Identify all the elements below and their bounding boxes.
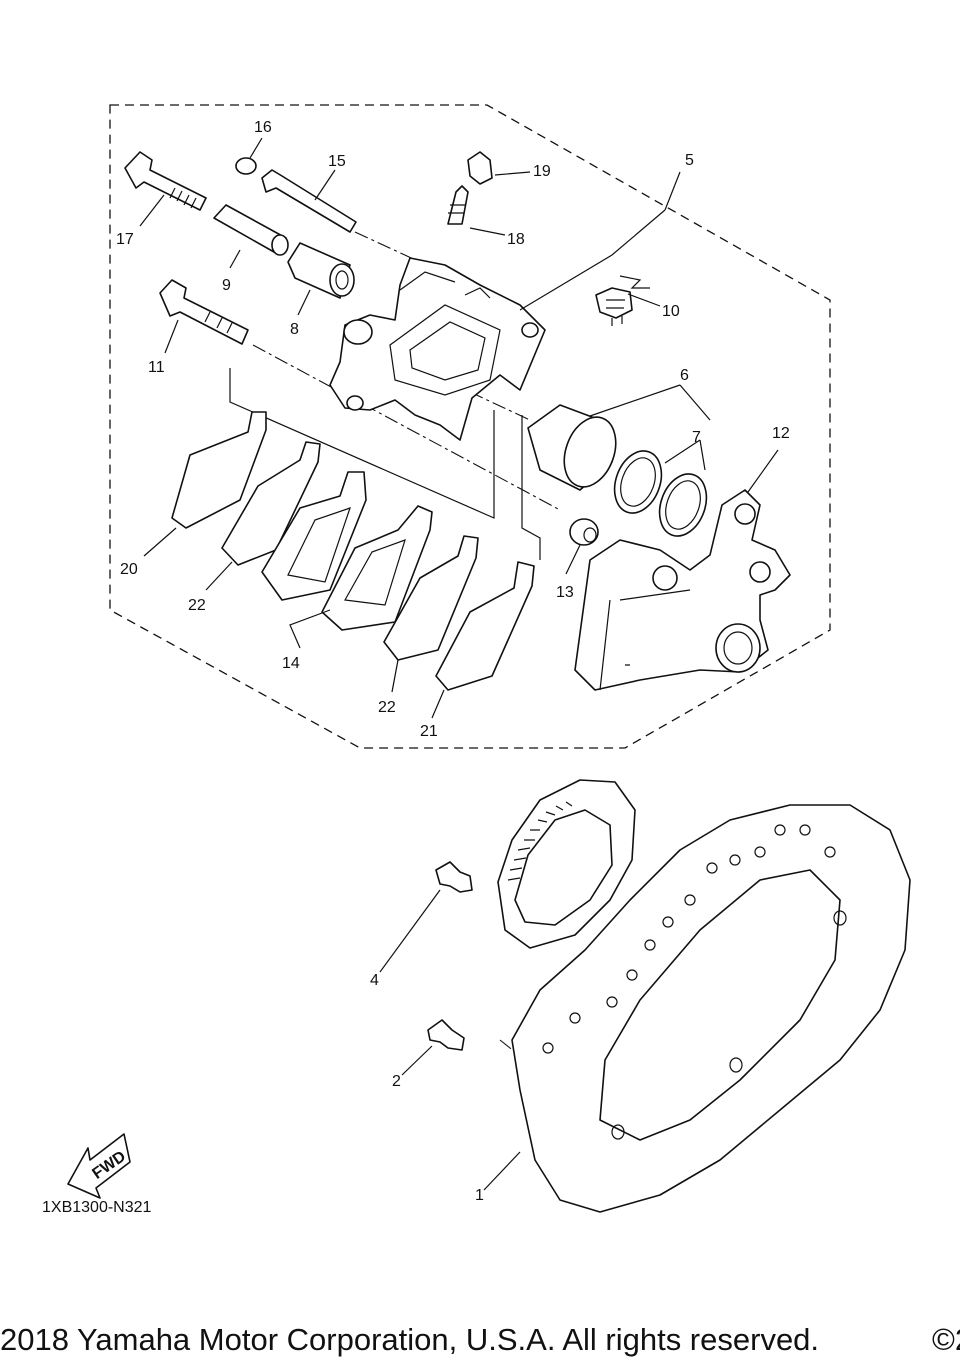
callout-8: 8 — [290, 321, 299, 338]
callout-20: 20 — [120, 561, 138, 578]
slide-pin-15 — [261, 169, 357, 233]
boot-8 — [287, 242, 355, 299]
callout-22-left: 22 — [188, 597, 206, 614]
boot-13 — [569, 518, 599, 546]
piston-seal-7b — [658, 473, 708, 537]
sensor-rotor — [497, 779, 636, 949]
screw-4 — [435, 861, 473, 893]
bleed-cap-19 — [467, 151, 493, 185]
disc-holes — [542, 824, 847, 1140]
assembly-boundary — [109, 104, 831, 749]
shim-22-right — [383, 535, 479, 661]
piston-seal-7a — [613, 450, 663, 514]
callout-11: 11 — [148, 359, 165, 376]
callout-13: 13 — [556, 584, 574, 601]
callout-6: 6 — [680, 367, 689, 384]
assembly-line-b — [354, 231, 421, 263]
callout-9: 9 — [222, 277, 231, 294]
callout-7: 7 — [692, 429, 701, 446]
caliper-bracket-12 — [574, 489, 791, 691]
callout-12: 12 — [772, 425, 790, 442]
brake-pad-14-right — [321, 505, 433, 631]
bolt-11 — [159, 279, 249, 345]
callout-15: 15 — [328, 153, 346, 170]
bleed-screw-18 — [447, 185, 469, 225]
fwd-arrow-icon: FWD — [67, 1133, 131, 1199]
pad-kit-bracket — [229, 368, 541, 560]
diagram-code: 1XB1300-N321 — [42, 1199, 152, 1216]
callout-22-right: 22 — [378, 699, 396, 716]
callout-10: 10 — [662, 303, 680, 320]
callout-16: 16 — [254, 119, 272, 136]
assembly-line-a — [252, 344, 561, 511]
shim-21 — [435, 561, 535, 691]
callout-2: 2 — [392, 1073, 401, 1090]
copyright-text: 2018 Yamaha Motor Corporation, U.S.A. Al… — [0, 1322, 820, 1357]
pin-boot-16 — [235, 157, 257, 175]
brake-pad-14-left — [261, 471, 367, 601]
sleeve-9 — [213, 204, 289, 256]
callout-1: 1 — [475, 1187, 484, 1204]
footer: 2018 Yamaha Motor Corporation, U.S.A. Al… — [0, 1318, 960, 1366]
disc-bolt-2 — [427, 1019, 465, 1051]
caliper-bolt-17 — [124, 151, 207, 211]
callout-17: 17 — [116, 231, 134, 248]
callout-18: 18 — [507, 231, 525, 248]
callout-14: 14 — [282, 655, 300, 672]
shim-20 — [171, 411, 267, 529]
piston-6 — [527, 404, 617, 491]
shim-22-left — [221, 441, 321, 566]
callout-4: 4 — [370, 972, 379, 989]
assembly-line-c — [469, 391, 531, 421]
copyright-cut-text: ©2 — [932, 1322, 960, 1357]
pad-spring-10 — [595, 275, 650, 326]
caliper-body-5 — [329, 257, 546, 441]
leader-lines — [139, 137, 779, 1191]
callout-21: 21 — [420, 723, 438, 740]
brake-disc-1 — [511, 804, 911, 1213]
callout-19: 19 — [533, 163, 551, 180]
callout-5: 5 — [685, 152, 694, 169]
